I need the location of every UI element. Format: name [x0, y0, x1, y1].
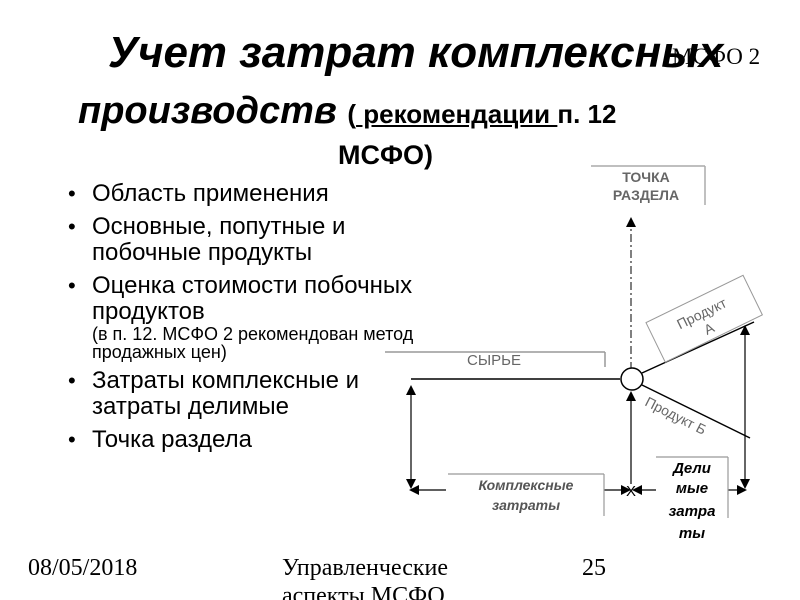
bullet-glyph: • [68, 214, 76, 239]
slide-title-line-3: МСФО) [338, 140, 434, 170]
title-note-rest: п. 12 [557, 99, 617, 129]
bullet-text: Оценка стоимости побочных продуктов [92, 272, 413, 325]
title-note: ( рекомендации п. 12 [347, 99, 616, 129]
bullet-text: Затраты комплексные и затраты делимые [92, 367, 360, 420]
footer-page-number: 25 [582, 555, 606, 581]
product-b-branch [641, 384, 751, 439]
bullet-item: • Точка раздела [62, 427, 422, 453]
footer-title-line-1: Управленческие [282, 555, 448, 581]
slide-title-line-1: Учет затрат комплексных [108, 28, 724, 77]
bullet-item: • Оценка стоимости побочных продуктов (в… [62, 272, 422, 362]
joint-costs-label-group: Комплексные затраты [448, 473, 605, 516]
title-note-open: ( [347, 99, 357, 129]
split-point-node [620, 367, 644, 391]
bullet-glyph: • [68, 273, 76, 298]
bullet-item: • Область применения [62, 181, 422, 207]
separable-costs-label-group: Дели мые затра ты [656, 456, 729, 542]
joint-costs-label-line-2: затраты [492, 497, 560, 513]
raw-material-label: СЫРЬЕ [467, 352, 521, 369]
separable-costs-label-line-2: мые [676, 480, 708, 497]
product-a-branch [641, 321, 755, 374]
title-note-underlined: рекомендации [356, 99, 558, 129]
raw-material-label-group: СЫРЬЕ [385, 351, 606, 369]
bullet-item: • Основные, попутные и побочные продукты [62, 214, 422, 266]
corner-standard-tag: МСФО 2 [672, 44, 761, 69]
joint-costs-label-line-1: Комплексные [479, 477, 574, 493]
footer-date: 08/05/2018 [28, 555, 138, 581]
bullet-glyph: • [68, 181, 76, 206]
title-main-word: производств [78, 90, 337, 132]
slide-title-line-2: производств ( рекомендации п. 12 [78, 90, 778, 140]
split-point-box-line-1: ТОЧКА [622, 169, 670, 185]
bullet-text: Основные, попутные и побочные продукты [92, 213, 346, 266]
separable-costs-label-line-4: ты [679, 525, 705, 542]
separable-costs-label-line-3: затра [669, 503, 716, 520]
bullet-item: • Затраты комплексные и затраты делимые [62, 368, 422, 420]
bullet-glyph: • [68, 427, 76, 452]
bullet-glyph: • [68, 368, 76, 393]
bullet-list: • Область применения • Основные, попутны… [62, 181, 422, 460]
product-a-label-line-2: А [701, 319, 717, 338]
bullet-subtext: (в п. 12. МСФО 2 рекомендован метод прод… [92, 324, 414, 362]
bullet-text: Точка раздела [92, 426, 252, 453]
cross-mark: X [626, 483, 636, 500]
bullet-text: Область применения [92, 180, 329, 207]
separable-costs-label-line-1: Дели [671, 460, 711, 477]
product-b-label: Продукт Б [643, 393, 709, 437]
split-point-box-line-2: РАЗДЕЛА [613, 187, 679, 203]
footer-title-line-2: аспекты МСФО [282, 583, 445, 600]
split-point-box: ТОЧКА РАЗДЕЛА [591, 165, 706, 205]
